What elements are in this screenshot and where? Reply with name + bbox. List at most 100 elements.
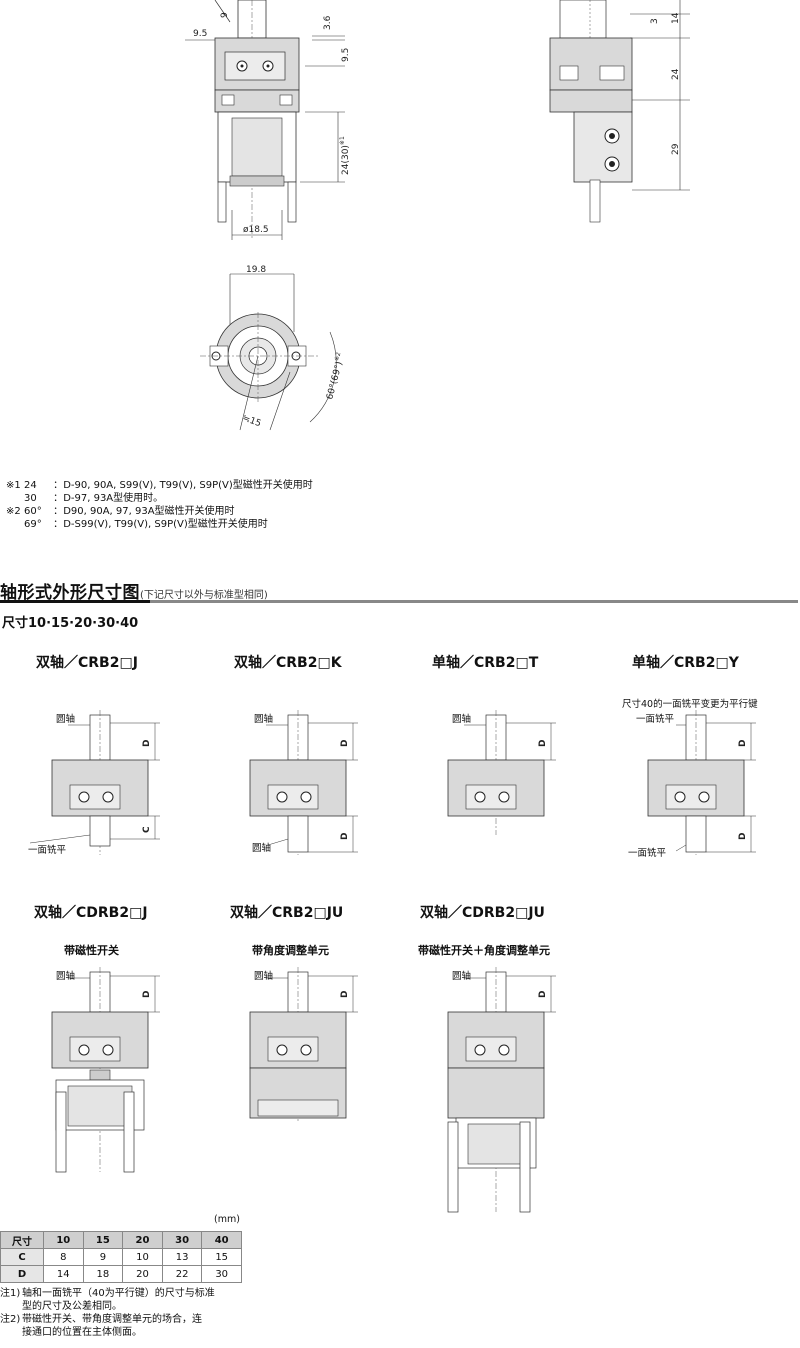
- callout-round-shaft: 圆轴: [452, 714, 472, 725]
- drawing-crb2ju: D: [249, 967, 358, 1122]
- note-mark: ※2: [6, 506, 21, 517]
- dim-d: D: [538, 991, 548, 998]
- section-title: 轴形式外形尺寸图: [0, 583, 140, 603]
- dim-approx-15: ≒15: [241, 413, 262, 429]
- section-header: 轴形式外形尺寸图(下记尺寸以外与标准型相同): [0, 578, 800, 603]
- table-unit: (mm): [214, 1214, 240, 1225]
- callout-round-shaft: 圆轴: [56, 714, 76, 725]
- footnote: 注1) 轴和一面铣平（40为平行键）的尺寸与标准 型的尺寸及公差相同。: [0, 1287, 250, 1313]
- table-cell: 20: [122, 1265, 163, 1283]
- callout-flat-bottom: 一面铣平: [628, 848, 667, 859]
- callout-round-shaft: 圆轴: [56, 971, 76, 982]
- variant-title-crb2t: 单轴／CRB2□T: [432, 655, 539, 671]
- callout-round-shaft: 圆轴: [254, 714, 274, 725]
- dim-9: 9: [220, 12, 230, 18]
- dim-dia-18-5: ø18.5: [243, 225, 269, 235]
- table-header: 尺寸: [0, 1231, 44, 1249]
- dim-9-5-left: 9.5: [193, 29, 207, 39]
- size-label: 尺寸10·15·20·30·40: [2, 616, 139, 631]
- variant-note-crb2y: 尺寸40的一面铣平变更为平行键: [622, 699, 758, 710]
- footnote: 注2) 带磁性开关、带角度调整单元的场合，连 接通口的位置在主体侧面。: [0, 1313, 250, 1339]
- drawing-crb2y: D D: [647, 710, 756, 855]
- section-rule-gray: [150, 600, 798, 603]
- dim-d: D: [340, 833, 350, 840]
- dim-d: D: [340, 740, 350, 747]
- variant-subtitle: 带磁性开关: [64, 944, 119, 957]
- row-label: D: [0, 1265, 44, 1283]
- table-header: 15: [82, 1231, 124, 1249]
- right-dim-29: 29: [671, 143, 681, 155]
- table-header: 30: [161, 1231, 203, 1249]
- variant-title-cdrb2ju: 双轴／CDRB2□JU: [420, 905, 545, 921]
- variant-title-crb2y: 单轴／CRB2□Y: [632, 655, 739, 671]
- table-header: 20: [122, 1231, 163, 1249]
- callout-round-shaft: 圆轴: [452, 971, 472, 982]
- variant-subtitle: 带磁性开关＋角度调整单元: [418, 944, 550, 957]
- bottom-view-drawing: 19.8 ≒15 60°(69°)※2: [200, 265, 347, 431]
- right-dim-24: 24: [671, 68, 681, 80]
- callout-flat-top: 一面铣平: [636, 714, 675, 725]
- table-cell: 10: [122, 1248, 163, 1266]
- variant-subtitle: 带角度调整单元: [252, 944, 329, 957]
- callout-flat: 一面铣平: [28, 845, 67, 856]
- footnote-mark: 注1): [0, 1288, 21, 1299]
- section-subtitle: (下记尺寸以外与标准型相同): [140, 590, 268, 601]
- note-text: D-97, 93A型使用时。: [63, 493, 164, 504]
- row-label: C: [0, 1248, 44, 1266]
- note-mark: ※1: [6, 480, 21, 491]
- table-cell: 8: [43, 1248, 84, 1266]
- table-header: 40: [201, 1231, 242, 1249]
- variant-title-crb2j: 双轴／CRB2□J: [36, 655, 138, 671]
- drawing-crb2k: D D: [249, 710, 358, 855]
- section-rule: [0, 600, 150, 603]
- dim-d: D: [340, 991, 350, 998]
- right-dim-3: 3: [650, 18, 660, 24]
- note-text: D-S99(V), T99(V), S9P(V)型磁性开关使用时: [63, 519, 268, 530]
- note-text: D-90, 90A, S99(V), T99(V), S9P(V)型磁性开关使用…: [63, 480, 313, 491]
- note-text: D90, 90A, 97, 93A型磁性开关使用时: [63, 506, 235, 517]
- drawing-crb2t: D: [447, 710, 556, 835]
- footnote-mark: 注2): [0, 1314, 21, 1325]
- table-cell: 30: [201, 1265, 242, 1283]
- note-value: 24: [24, 480, 37, 491]
- table-header: 10: [43, 1231, 84, 1249]
- dim-c: C: [142, 826, 152, 833]
- dim-d: D: [142, 740, 152, 747]
- callout-round-shaft-bottom: 圆轴: [252, 843, 272, 854]
- note-line: 30 ：D-97, 93A型使用时。: [24, 493, 164, 504]
- table-cell: 22: [161, 1265, 203, 1283]
- variant-title-cdrb2j: 双轴／CDRB2□J: [34, 905, 148, 921]
- note-value: 30: [24, 493, 37, 504]
- dim-angle: 60°(69°)※2: [323, 351, 347, 400]
- footnotes: 注1) 轴和一面铣平（40为平行键）的尺寸与标准 型的尺寸及公差相同。 注2) …: [0, 1287, 250, 1339]
- table-cell: 15: [201, 1248, 242, 1266]
- drawing-cdrb2j: D: [51, 967, 160, 1173]
- table-row: C 8 9 10 13 15: [0, 1248, 242, 1266]
- dim-d: D: [142, 991, 152, 998]
- dim-d: D: [738, 833, 748, 840]
- right-dim-14: 14: [671, 12, 681, 24]
- table-row: D 14 18 20 22 30: [0, 1265, 242, 1283]
- table-cell: 9: [82, 1248, 124, 1266]
- drawing-cdrb2ju: D: [447, 967, 556, 1213]
- dim-d: D: [538, 740, 548, 747]
- callout-round-shaft: 圆轴: [254, 971, 274, 982]
- table-cell: 14: [43, 1265, 84, 1283]
- variant-title-crb2k: 双轴／CRB2□K: [234, 655, 342, 671]
- dimension-table: 尺寸 10 15 20 30 40 C 8 9 10 13 15 D 14 18…: [0, 1231, 242, 1283]
- note-value: 69°: [24, 519, 42, 530]
- footnote-text: 带磁性开关、带角度调整单元的场合，连 接通口的位置在主体侧面。: [22, 1314, 202, 1338]
- note-line: 69° ：D-S99(V), T99(V), S9P(V)型磁性开关使用时: [24, 519, 268, 530]
- top-right-drawing: 3 14 24 29: [549, 0, 690, 223]
- dim-9-5-right: 9.5: [341, 48, 351, 62]
- note-value: 60°: [24, 506, 42, 517]
- dim-3-6: 3.6: [323, 15, 333, 30]
- dim-19-8: 19.8: [246, 265, 266, 275]
- dim-d: D: [738, 740, 748, 747]
- table-header-row: 尺寸 10 15 20 30 40: [0, 1231, 242, 1249]
- top-left-drawing: 9 9.5 3.6 9.5 24(30)※1 ø18.5: [185, 0, 351, 240]
- variant-title-crb2ju: 双轴／CRB2□JU: [230, 905, 344, 921]
